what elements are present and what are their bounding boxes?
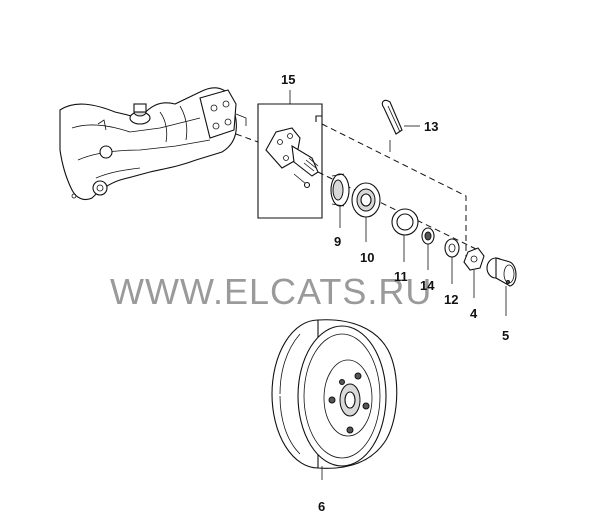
callout-6: 6 — [318, 499, 325, 514]
callout-11: 11 — [394, 269, 408, 284]
bearing-seal — [351, 182, 381, 242]
callout-15: 15 — [281, 72, 295, 87]
dust-cap — [486, 257, 517, 316]
stub-axle — [265, 127, 319, 189]
callout-13: 13 — [424, 119, 438, 134]
callout-4: 4 — [470, 306, 478, 321]
inner-bearing — [330, 173, 350, 228]
cotter-pin — [381, 99, 420, 135]
watermark: WWW.ELCATS.RU — [110, 271, 432, 312]
callout-5: 5 — [502, 328, 509, 343]
callout-12: 12 — [444, 292, 458, 307]
outer-bearing-ring — [391, 208, 419, 262]
callout-14: 14 — [420, 278, 435, 293]
callout-10: 10 — [360, 250, 374, 265]
brake-drum — [271, 319, 398, 480]
small-bearing — [421, 227, 435, 270]
washer — [444, 238, 460, 284]
assembly-guide-lines — [235, 115, 479, 262]
rear-axle-beam — [59, 87, 247, 201]
castle-nut — [463, 247, 485, 298]
callout-9: 9 — [334, 234, 341, 249]
